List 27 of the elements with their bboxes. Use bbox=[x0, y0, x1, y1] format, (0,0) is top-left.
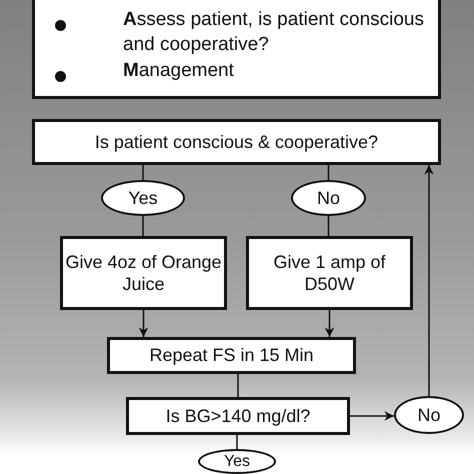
process-box bbox=[107, 337, 356, 374]
connector-line bbox=[237, 374, 239, 397]
text-box bbox=[32, 0, 441, 99]
node-label: No bbox=[316, 186, 340, 210]
node-label: No bbox=[417, 404, 440, 426]
node-label: Yes bbox=[224, 452, 250, 472]
connector-line bbox=[328, 216, 330, 236]
connector-line bbox=[328, 165, 330, 180]
arrow bbox=[350, 411, 394, 421]
process-box bbox=[126, 397, 350, 435]
process-box bbox=[60, 236, 227, 310]
arrow bbox=[324, 310, 334, 337]
node-label: Give 4oz of Orange Juice bbox=[64, 250, 223, 296]
node-label: Repeat FS in 15 Min bbox=[149, 344, 314, 367]
arrow bbox=[138, 310, 148, 337]
bullet-text: Assess patient, is patient conscious and cooperative? bbox=[123, 8, 425, 57]
process-box bbox=[32, 119, 441, 165]
node-label: Yes bbox=[128, 186, 158, 210]
node-label: Give 1 amp of D50W bbox=[272, 250, 387, 296]
node-label: Is BG>140 mg/dl? bbox=[166, 404, 310, 428]
connector-line bbox=[142, 216, 144, 236]
arrow bbox=[424, 165, 434, 396]
bullet-text: Management bbox=[123, 59, 235, 84]
connector-line bbox=[142, 165, 144, 180]
process-box bbox=[246, 236, 413, 310]
node-label: Is patient conscious & cooperative? bbox=[94, 130, 378, 154]
connector-line bbox=[236, 435, 238, 449]
